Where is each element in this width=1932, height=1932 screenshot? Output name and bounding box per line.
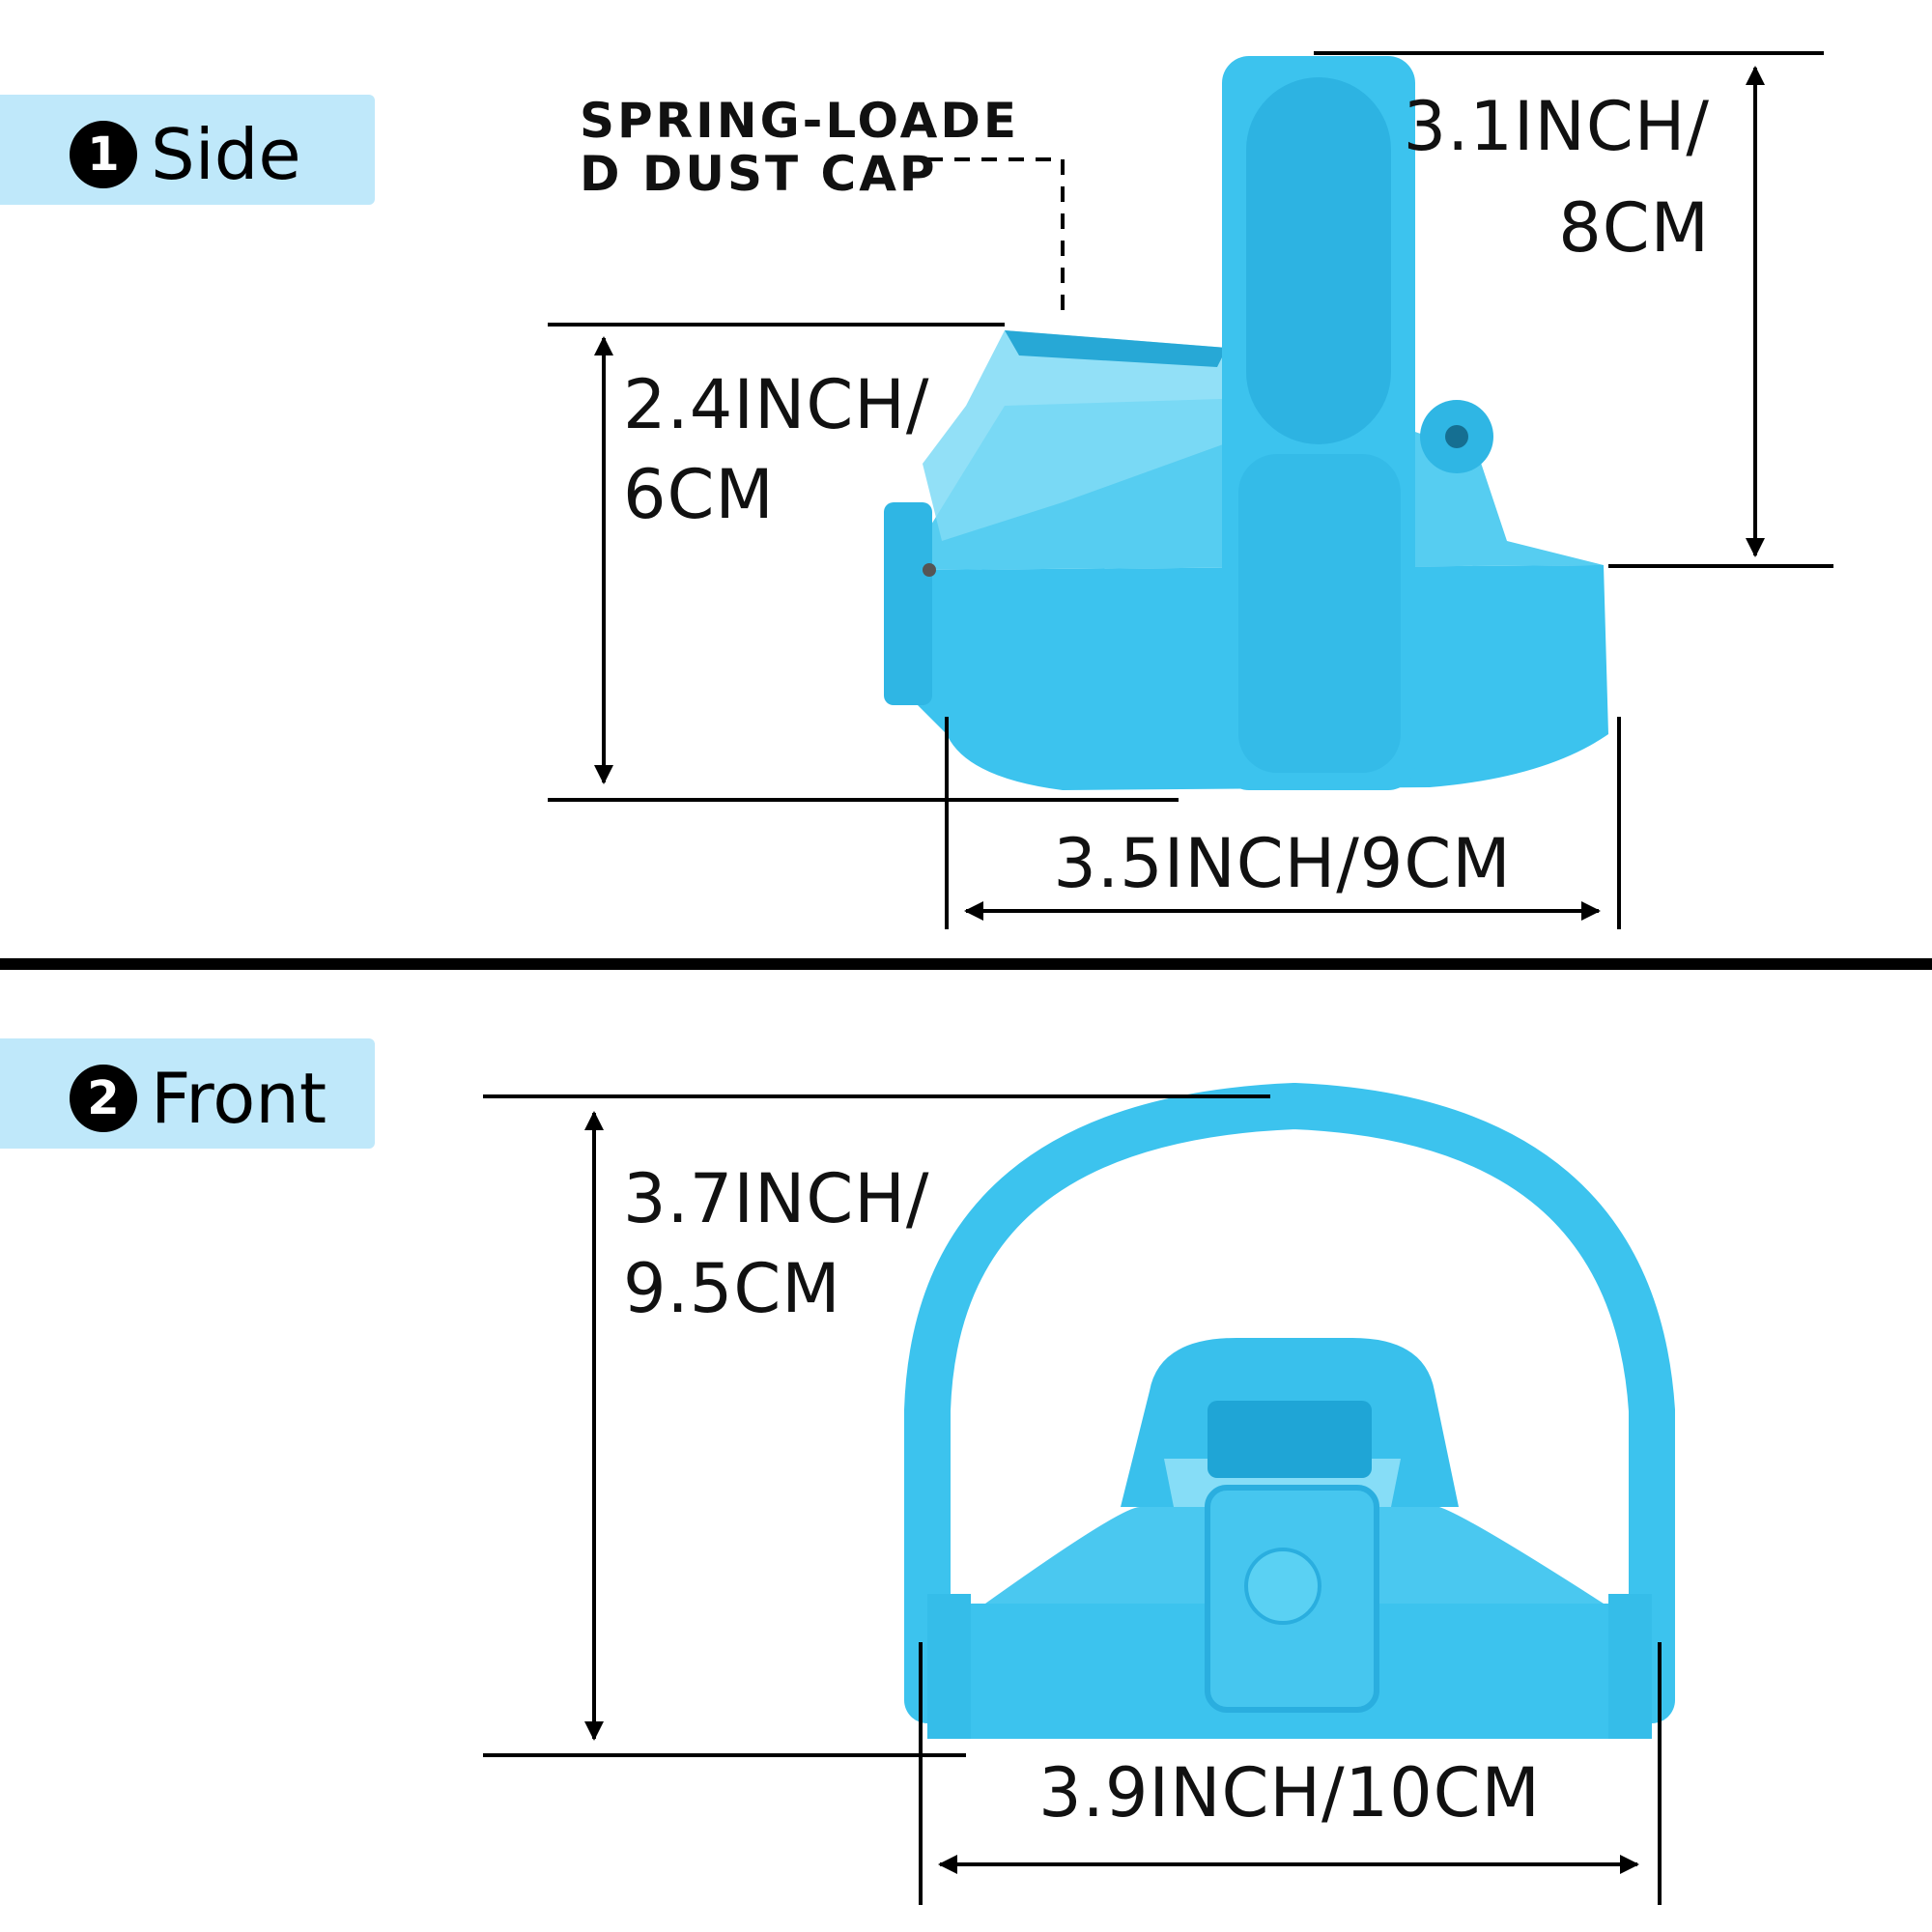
dust-cap-callout-line1: SPRING-LOADE bbox=[580, 93, 1019, 149]
section-label: Side bbox=[151, 114, 301, 195]
side-view-cap-illustration bbox=[884, 56, 1608, 790]
section-number-badge: 1 bbox=[70, 121, 137, 188]
section-number-badge: 2 bbox=[70, 1065, 137, 1132]
side-body-height-label: 2.4INCH/ 6CM bbox=[623, 365, 929, 534]
side-total-height-label: 3.1INCH/ 8CM bbox=[1381, 87, 1710, 268]
dust-cap-callout-line2: D DUST CAP bbox=[580, 146, 938, 202]
side-total-height-inch: 3.1INCH/ bbox=[1403, 87, 1710, 166]
front-height-cm: 9.5CM bbox=[623, 1248, 841, 1328]
front-view-cap-illustration bbox=[904, 1082, 1675, 1739]
front-height-inch: 3.7INCH/ bbox=[623, 1159, 930, 1238]
section-label: Front bbox=[151, 1058, 327, 1139]
dust-cap-callout: SPRING-LOADE D DUST CAP bbox=[580, 95, 1019, 201]
section-divider bbox=[0, 958, 1932, 970]
front-dimension-lines bbox=[483, 1094, 1662, 1905]
side-dimension-lines bbox=[548, 51, 1833, 929]
front-width-label: 3.9INCH/10CM bbox=[1038, 1753, 1541, 1833]
side-body-height-cm: 6CM bbox=[623, 454, 775, 534]
side-width-label: 3.5INCH/9CM bbox=[1053, 824, 1512, 903]
side-body-height-inch: 2.4INCH/ bbox=[623, 365, 930, 444]
side-total-height-cm: 8CM bbox=[1558, 187, 1710, 268]
front-height-label: 3.7INCH/ 9.5CM bbox=[623, 1159, 929, 1328]
